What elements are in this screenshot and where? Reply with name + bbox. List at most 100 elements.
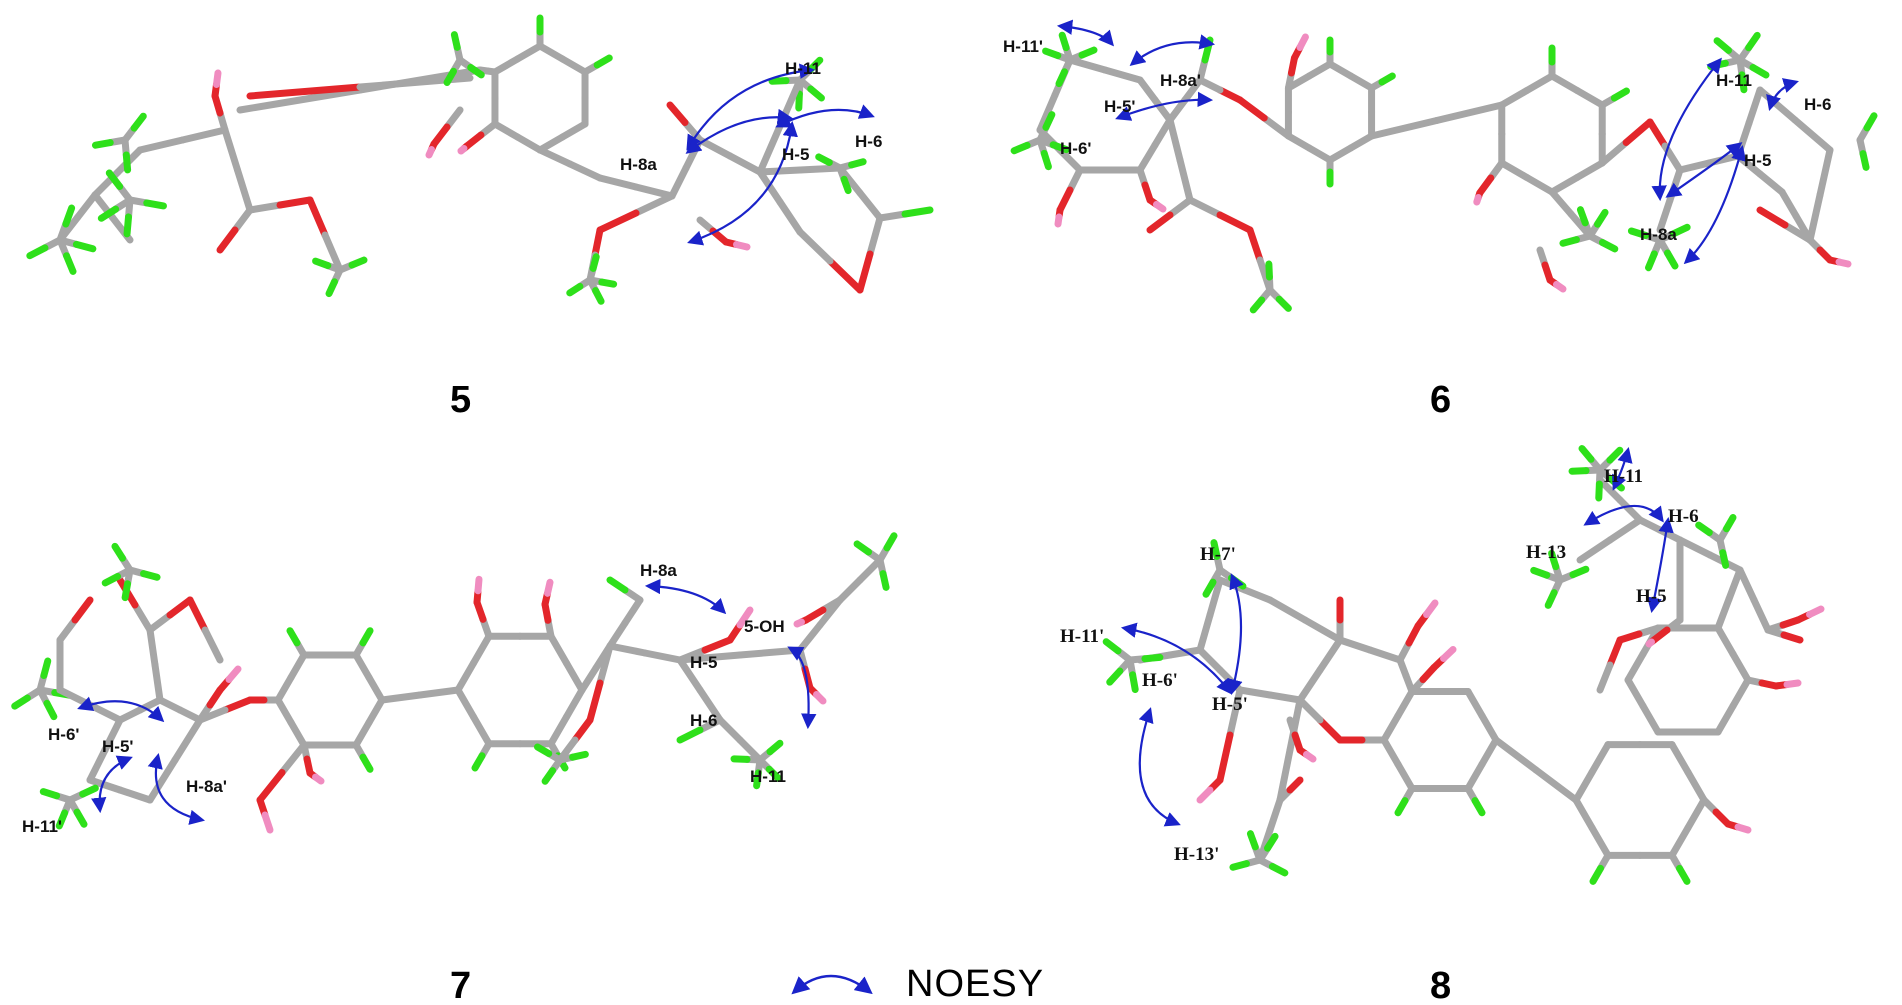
- bond: [1498, 159, 1531, 181]
- bond: [566, 160, 604, 182]
- bond: [121, 580, 132, 602]
- bond: [796, 621, 824, 654]
- bond: [63, 252, 77, 275]
- bond: [274, 696, 295, 727]
- bond: [1055, 68, 1069, 88]
- bond: [11, 694, 31, 710]
- bond: [74, 191, 99, 221]
- bond: [1276, 746, 1294, 804]
- bond: [1498, 87, 1531, 109]
- bond: [1236, 686, 1274, 699]
- bond: [236, 86, 364, 114]
- bond: [1176, 156, 1194, 204]
- bond: [696, 716, 724, 734]
- bond: [1714, 624, 1737, 658]
- bond: [815, 153, 833, 166]
- bond: [1266, 691, 1304, 704]
- noesy-arrow: [1115, 91, 1214, 121]
- bond: [43, 699, 58, 721]
- bond: [1859, 150, 1870, 171]
- proton-label: H-5: [1636, 586, 1667, 607]
- bond: [1196, 611, 1214, 654]
- bond: [201, 626, 224, 664]
- bond: [768, 77, 790, 85]
- proton-label: H-13: [1526, 542, 1566, 563]
- bond: [632, 183, 676, 200]
- bond: [1559, 236, 1580, 247]
- bond: [1595, 480, 1603, 502]
- bond: [467, 63, 485, 79]
- bond: [1780, 631, 1804, 644]
- bond: [1236, 96, 1268, 122]
- bond: [765, 765, 782, 782]
- bond: [853, 540, 873, 556]
- proton-label: H-11: [785, 59, 821, 78]
- bond: [1714, 595, 1733, 632]
- bond: [72, 240, 97, 253]
- bond: [596, 174, 640, 191]
- bond: [1265, 260, 1273, 281]
- bond: [430, 123, 451, 148]
- bond: [1347, 132, 1376, 152]
- bond: [756, 166, 804, 176]
- bond: [1471, 797, 1486, 817]
- bond: [1078, 46, 1098, 59]
- bond: [1627, 227, 1650, 239]
- bond: [1598, 139, 1630, 167]
- bond: [1624, 650, 1647, 684]
- proton-label: H-6: [1668, 506, 1699, 527]
- bond: [1756, 206, 1789, 229]
- bond: [776, 198, 804, 236]
- proton-label: H-6': [1142, 670, 1178, 691]
- bond: [856, 556, 884, 584]
- bond: [1266, 796, 1284, 834]
- bond: [1725, 566, 1744, 603]
- bond: [1569, 565, 1590, 579]
- bond: [116, 786, 154, 804]
- bond: [793, 618, 805, 628]
- bond: [287, 651, 308, 681]
- bond: [1816, 146, 1834, 199]
- bond: [559, 120, 589, 141]
- bond: [111, 542, 126, 562]
- bond: [840, 175, 852, 195]
- bond: [97, 205, 120, 222]
- bond: [1532, 766, 1580, 804]
- bond: [1440, 646, 1457, 663]
- bond: [1196, 646, 1224, 674]
- bond: [365, 696, 386, 727]
- bond: [1588, 824, 1612, 859]
- bond: [1588, 741, 1612, 776]
- bond: [795, 90, 803, 112]
- bond: [1548, 174, 1581, 196]
- bond: [1738, 71, 1748, 94]
- bond: [146, 756, 179, 804]
- noesy-arrow: [1766, 78, 1799, 111]
- bond: [696, 686, 724, 724]
- bond: [1066, 56, 1109, 74]
- bond: [457, 145, 468, 155]
- bond: [1316, 716, 1344, 744]
- proton-label: H-8a': [186, 777, 227, 796]
- bond: [225, 665, 242, 683]
- bond: [571, 716, 594, 744]
- bond: [753, 769, 762, 790]
- bond: [606, 619, 629, 650]
- bond: [246, 83, 364, 100]
- bond: [278, 741, 308, 777]
- proton-label: H-11: [1604, 466, 1643, 487]
- bond: [176, 706, 204, 724]
- bond: [756, 122, 784, 176]
- compound-7-labels: H-8a 5-OH H-5 H-6 H-11 H-6' H-5' H-8a' H…: [22, 561, 786, 836]
- bond: [140, 570, 161, 581]
- bond: [1606, 516, 1644, 544]
- bond: [1523, 72, 1556, 94]
- bond: [1719, 549, 1730, 569]
- bond: [1433, 101, 1506, 124]
- bond: [1778, 188, 1800, 220]
- bond: [1530, 566, 1551, 579]
- proton-label: H-6: [855, 132, 882, 151]
- bond: [1380, 736, 1402, 768]
- bond: [1576, 206, 1589, 227]
- bond: [730, 755, 751, 763]
